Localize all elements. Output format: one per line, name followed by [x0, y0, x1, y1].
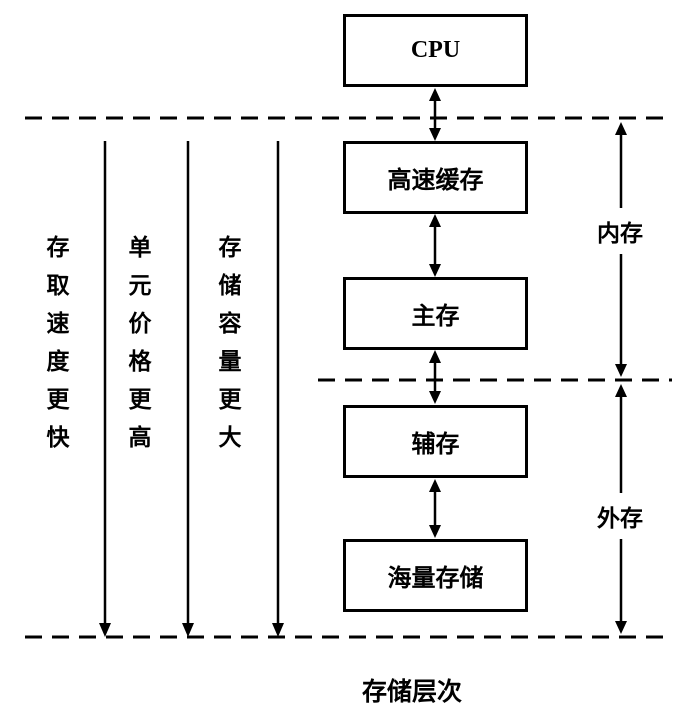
box-mass-storage-label: 海量存储 [387, 566, 484, 592]
box-cache: 高速缓存 [343, 141, 528, 214]
arrow-access-speed [99, 141, 111, 637]
label-unit-price-higher: 单元价格更高 [125, 235, 150, 463]
arrow-cpu-cache [429, 88, 441, 141]
box-cpu-label: CPU [410, 37, 461, 63]
box-main-memory-label: 主存 [411, 304, 460, 330]
label-access-speed-faster: 存取速度更快 [43, 235, 68, 463]
box-mass-storage: 海量存储 [343, 539, 528, 612]
arrow-unit-price [182, 141, 194, 637]
box-cpu: CPU [343, 14, 528, 87]
arrow-aux-mass [429, 479, 441, 538]
box-auxiliary-storage: 辅存 [343, 405, 528, 478]
box-main-memory: 主存 [343, 277, 528, 350]
arrow-capacity [272, 141, 284, 637]
label-external-memory: 外存 [595, 493, 645, 539]
box-auxiliary-storage-label: 辅存 [411, 432, 460, 458]
arrow-cache-main [429, 214, 441, 277]
label-capacity-larger: 存储容量更大 [215, 235, 240, 463]
label-internal-memory: 内存 [595, 208, 645, 254]
arrow-main-aux [429, 350, 441, 404]
box-cache-label: 高速缓存 [387, 168, 484, 194]
diagram-title: 存储层次 [361, 679, 463, 706]
